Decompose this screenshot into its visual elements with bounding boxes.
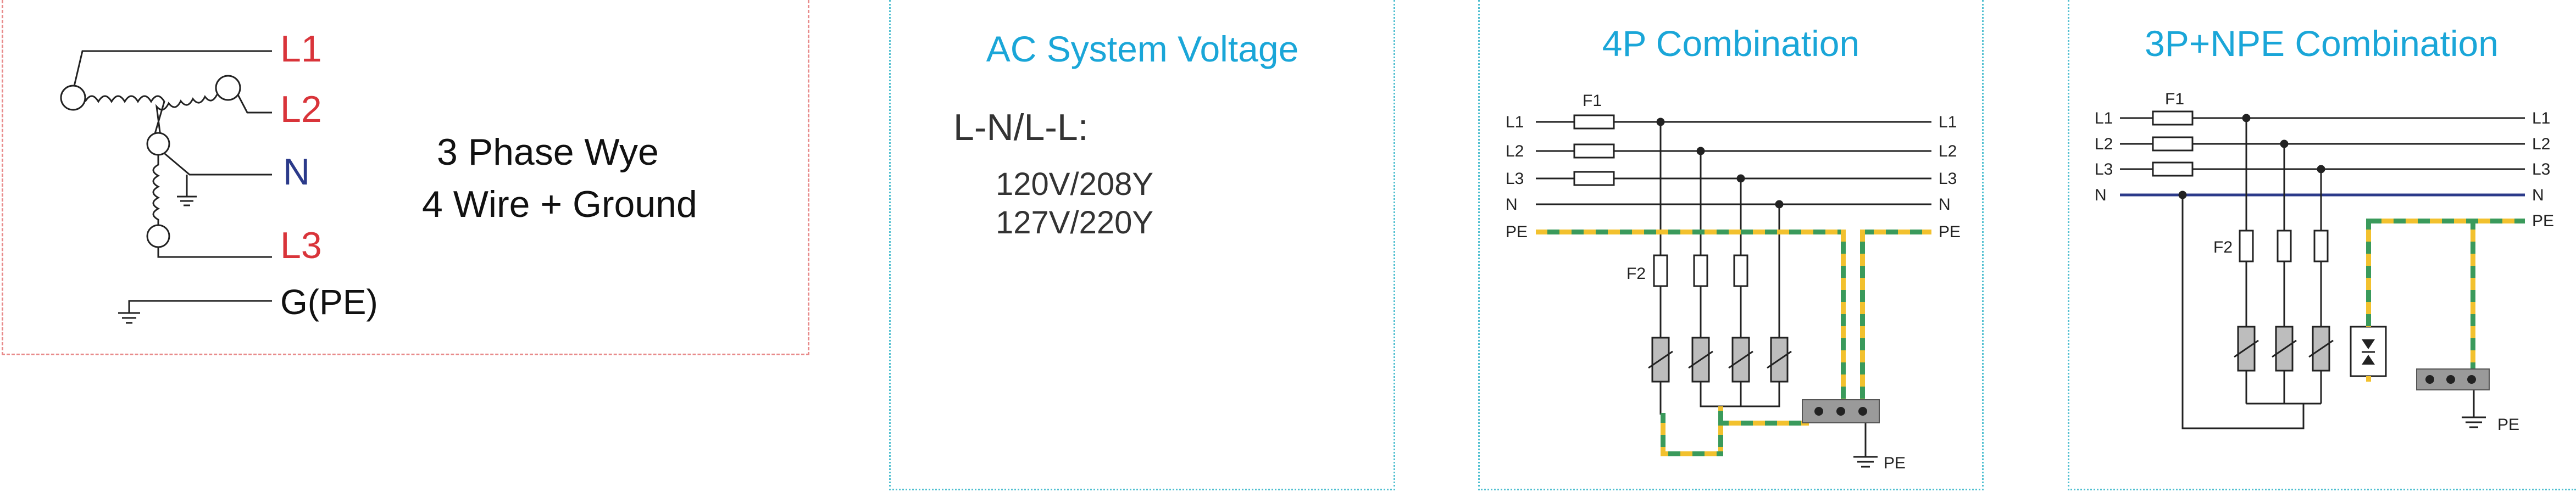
wye-g-wire (128, 300, 272, 313)
c3-left-n: N (2095, 186, 2107, 204)
combo-4p-wiring (1536, 114, 1931, 468)
c4-left-pe: PE (1506, 223, 1528, 241)
c4-left-l2: L2 (1506, 142, 1524, 160)
wye-l1-wire (70, 50, 272, 98)
combo-4p-title: 4P Combination (1602, 23, 1859, 64)
wye-diagram (60, 50, 272, 324)
c3-pe-top-h (2366, 219, 2476, 223)
c4-left-n: N (1506, 195, 1518, 214)
c3-busbar (2416, 368, 2490, 390)
wye-l3-terminal (146, 224, 170, 248)
combo-4p-panel-frame (1478, 0, 1984, 490)
c3-f1-fuse-l3 (2152, 161, 2194, 177)
combo-3pnpe-labels: L1 L2 L3 N L1 L2 L3 N PE F1 F2 PE (2095, 90, 2554, 434)
c4-f2-fuse-3 (1733, 254, 1748, 287)
c4-f1-fuse-l2 (1573, 143, 1615, 159)
c3-pe-gdt-v (2366, 376, 2371, 382)
c4-pe-dev-link (1661, 413, 1665, 454)
c4-right-pe: PE (1939, 223, 1961, 241)
c3-n-return (2181, 195, 2305, 429)
combo-3pnpe-title: 3P+NPE Combination (2145, 23, 2499, 64)
c4-f1-fuse-l3 (1573, 171, 1615, 186)
c3-left-l2: L2 (2095, 135, 2113, 153)
c3-right-l3: L3 (2532, 160, 2550, 178)
wye-l1-terminal (60, 85, 86, 111)
c3-right-pe: PE (2532, 212, 2554, 230)
c4-fuse2-label: F2 (1626, 265, 1646, 283)
c3-ground-label: PE (2497, 416, 2519, 434)
wye-label-g: G(PE) (280, 282, 378, 322)
voltage-value-2: 127V/220Y (996, 205, 1153, 241)
c4-pe-to-devices-h (1718, 421, 1809, 426)
c4-right-n: N (1939, 195, 1951, 214)
c3-right-n: N (2532, 186, 2544, 204)
c3-pe-conductors (2366, 219, 2525, 382)
c4-mov-devices (1651, 337, 1789, 383)
c3-right-l2: L2 (2532, 135, 2550, 153)
wye-title-line1: 3 Phase Wye (437, 131, 659, 173)
voltage-value-1: 120V/208Y (996, 166, 1153, 202)
wye-coil-l2 (155, 94, 218, 137)
wye-label-n: N (283, 151, 310, 193)
wye-l2-wire (234, 89, 272, 114)
wye-label-l2: L2 (280, 88, 322, 130)
voltage-subtitle: L-N/L-L: (953, 107, 1089, 148)
wye-coil-l1 (84, 95, 165, 138)
combo-3pnpe-panel-frame (2068, 0, 2576, 490)
c3-pe-bus-right (2473, 219, 2525, 223)
voltage-title: AC System Voltage (986, 29, 1299, 69)
c3-right-l1: L1 (2532, 109, 2550, 127)
wye-label-l1: L1 (280, 28, 322, 70)
combo-3pnpe-wiring (2120, 110, 2525, 429)
c3-pe-drop-a (2470, 219, 2475, 370)
c3-left-l3: L3 (2095, 160, 2113, 178)
c4-f2-fuse-2 (1693, 254, 1708, 287)
wye-l3-wire (157, 247, 272, 258)
c4-left-l1: L1 (1506, 113, 1524, 131)
wye-label-l3: L3 (280, 225, 322, 266)
c3-fuse2-label: F2 (2213, 238, 2233, 256)
c3-fuse1-label: F1 (2165, 90, 2184, 108)
c3-pe-left-v (2366, 219, 2371, 327)
c3-f2-fuse-3 (2313, 230, 2329, 262)
c3-f1-fuse-l1 (2152, 110, 2194, 126)
c4-pe-drop-a (1841, 230, 1846, 404)
c4-f1-fuse-l1 (1573, 114, 1615, 130)
c4-pe-to-devices-v (1718, 406, 1723, 456)
c3-f2-fuse-1 (2239, 230, 2254, 262)
c4-pe-drop-b (1860, 230, 1865, 404)
c4-left-l3: L3 (1506, 170, 1524, 188)
c4-f2-fuse-1 (1653, 254, 1668, 287)
c4-busbar (1802, 399, 1880, 423)
c4-pe-dev-link-h (1661, 451, 1723, 456)
c4-fuse1-label: F1 (1583, 92, 1602, 110)
c3-left-l1: L1 (2095, 109, 2113, 127)
wye-l2-terminal (215, 75, 241, 101)
c4-ground-label: PE (1884, 454, 1906, 472)
c4-right-l2: L2 (1939, 142, 1957, 160)
c3-f1-fuse-l2 (2152, 136, 2194, 152)
combo-4p-labels: L1 L2 L3 N PE L1 L2 L3 N PE F1 F2 PE (1506, 92, 1961, 472)
wye-n-wire (164, 153, 272, 176)
wye-coil-l3 (152, 155, 160, 226)
voltage-panel-frame (889, 0, 1395, 490)
c3-f2-fuse-2 (2277, 230, 2292, 262)
wye-title-line2: 4 Wire + Ground (422, 183, 697, 225)
wye-center-node (146, 132, 170, 156)
c4-pe-conductors (1536, 230, 1931, 456)
c4-right-l3: L3 (1939, 170, 1957, 188)
wye-panel-frame (2, 0, 809, 355)
c4-pe-bus-right (1860, 230, 1931, 234)
c4-pe-bus-left (1536, 230, 1844, 234)
c4-right-l1: L1 (1939, 113, 1957, 131)
